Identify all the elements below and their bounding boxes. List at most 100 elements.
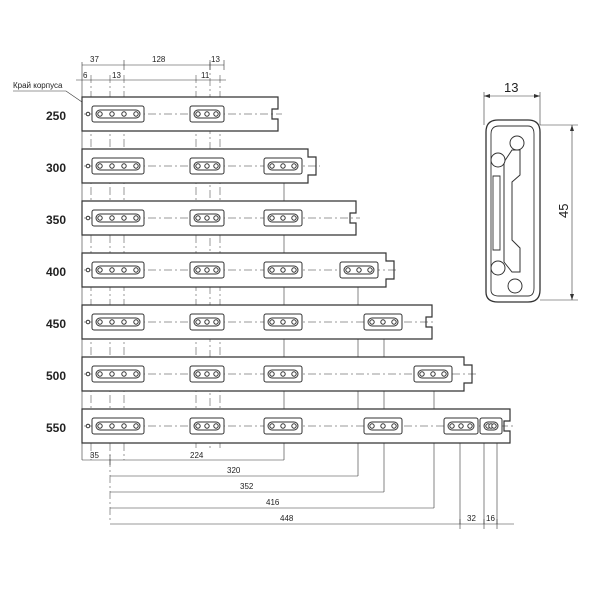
rail-length-350: 350 xyxy=(46,213,66,227)
slot-hole xyxy=(121,163,127,169)
slot-hole xyxy=(109,267,115,273)
slot-hole xyxy=(204,111,210,117)
slot-hole xyxy=(204,319,210,325)
rail-length-400: 400 xyxy=(46,265,66,279)
mounting-slot xyxy=(263,313,303,331)
rail-length-450: 450 xyxy=(46,317,66,331)
slot-hole xyxy=(121,111,127,117)
slot-hole xyxy=(109,371,115,377)
slot-hole xyxy=(133,163,139,169)
mounting-slot xyxy=(479,417,503,435)
slot-hole xyxy=(367,267,373,273)
slot-hole xyxy=(121,319,127,325)
slot-inner xyxy=(95,213,141,223)
rail-end-hole xyxy=(85,215,91,221)
slot-hole xyxy=(97,423,103,429)
slot-hole xyxy=(195,319,201,325)
slot-hole xyxy=(491,423,497,429)
rail-length-labels: 250 300 350 400 450 500 550 xyxy=(46,109,66,435)
slot-hole xyxy=(195,111,201,117)
bottom-dimension-row-4: 416 xyxy=(110,498,434,509)
slot-hole xyxy=(133,319,139,325)
dim-16: 16 xyxy=(486,514,495,523)
slot-hole xyxy=(213,163,219,169)
slot-hole xyxy=(133,423,139,429)
slot-hole xyxy=(121,371,127,377)
bottom-dimension-row-3: 352 xyxy=(110,482,384,493)
slot-hole xyxy=(291,215,297,221)
slot-hole xyxy=(458,423,464,429)
slot-hole xyxy=(369,319,375,325)
bottom-dimension-row-5: 448 32 16 xyxy=(110,514,514,529)
slot-hole xyxy=(356,267,362,273)
mounting-slot xyxy=(189,209,225,227)
slot-hole xyxy=(280,423,286,429)
slot-hole xyxy=(213,319,219,325)
slot-hole xyxy=(195,215,201,221)
slot-hole xyxy=(121,267,127,273)
slot-hole xyxy=(280,267,286,273)
rail-end-hole xyxy=(85,111,91,117)
slot-hole xyxy=(280,215,286,221)
slot-hole xyxy=(449,423,455,429)
slot-hole xyxy=(391,319,397,325)
slot-inner xyxy=(95,369,141,379)
slot-hole xyxy=(291,423,297,429)
slot-hole xyxy=(441,371,447,377)
slot-hole xyxy=(204,267,210,273)
rail xyxy=(81,200,360,236)
mounting-slot xyxy=(413,365,453,383)
mounting-slot xyxy=(189,417,225,435)
dim-6: 6 xyxy=(83,71,88,80)
slot-hole xyxy=(109,423,115,429)
slot-hole xyxy=(291,267,297,273)
slot-hole xyxy=(133,371,139,377)
slot-hole xyxy=(133,111,139,117)
dim-352: 352 xyxy=(240,482,254,491)
slot-hole xyxy=(269,319,275,325)
rail-end-hole xyxy=(85,267,91,273)
slot-hole xyxy=(213,111,219,117)
dim-32: 32 xyxy=(467,514,476,523)
slot-hole xyxy=(121,423,127,429)
dim-37: 37 xyxy=(90,55,99,64)
mounting-slot xyxy=(189,365,225,383)
rail xyxy=(81,96,282,132)
rail xyxy=(81,148,320,184)
mounting-slot xyxy=(91,417,145,435)
mounting-slot xyxy=(91,313,145,331)
slot-hole xyxy=(195,423,201,429)
slot-inner xyxy=(95,161,141,171)
body-edge-label: Край корпуса xyxy=(13,81,63,90)
slot-hole xyxy=(291,371,297,377)
slot-hole xyxy=(291,319,297,325)
slot-hole xyxy=(133,267,139,273)
dim-128: 128 xyxy=(152,55,166,64)
slot-hole xyxy=(280,163,286,169)
slot-hole xyxy=(269,163,275,169)
rail-end-hole xyxy=(85,163,91,169)
slot-hole xyxy=(213,267,219,273)
mounting-slot xyxy=(91,157,145,175)
dim-11: 11 xyxy=(201,71,210,80)
mounting-slot xyxy=(189,313,225,331)
slot-hole xyxy=(204,371,210,377)
rail-cross-section: 13 45 xyxy=(483,80,578,303)
mounting-slot xyxy=(363,313,403,331)
bottom-dimension-row-1: 35 224 xyxy=(82,451,284,465)
slot-hole xyxy=(467,423,473,429)
slot-inner xyxy=(95,109,141,119)
slot-hole xyxy=(345,267,351,273)
slot-hole xyxy=(97,163,103,169)
mounting-slot xyxy=(263,261,303,279)
slot-hole xyxy=(204,163,210,169)
slot-hole xyxy=(430,371,436,377)
mounting-slot xyxy=(263,417,303,435)
rail xyxy=(81,356,476,392)
slot-hole xyxy=(269,423,275,429)
mounting-slot xyxy=(91,209,145,227)
rail-length-550: 550 xyxy=(46,421,66,435)
profile-width-label: 13 xyxy=(504,80,518,95)
mounting-slot xyxy=(189,105,225,123)
